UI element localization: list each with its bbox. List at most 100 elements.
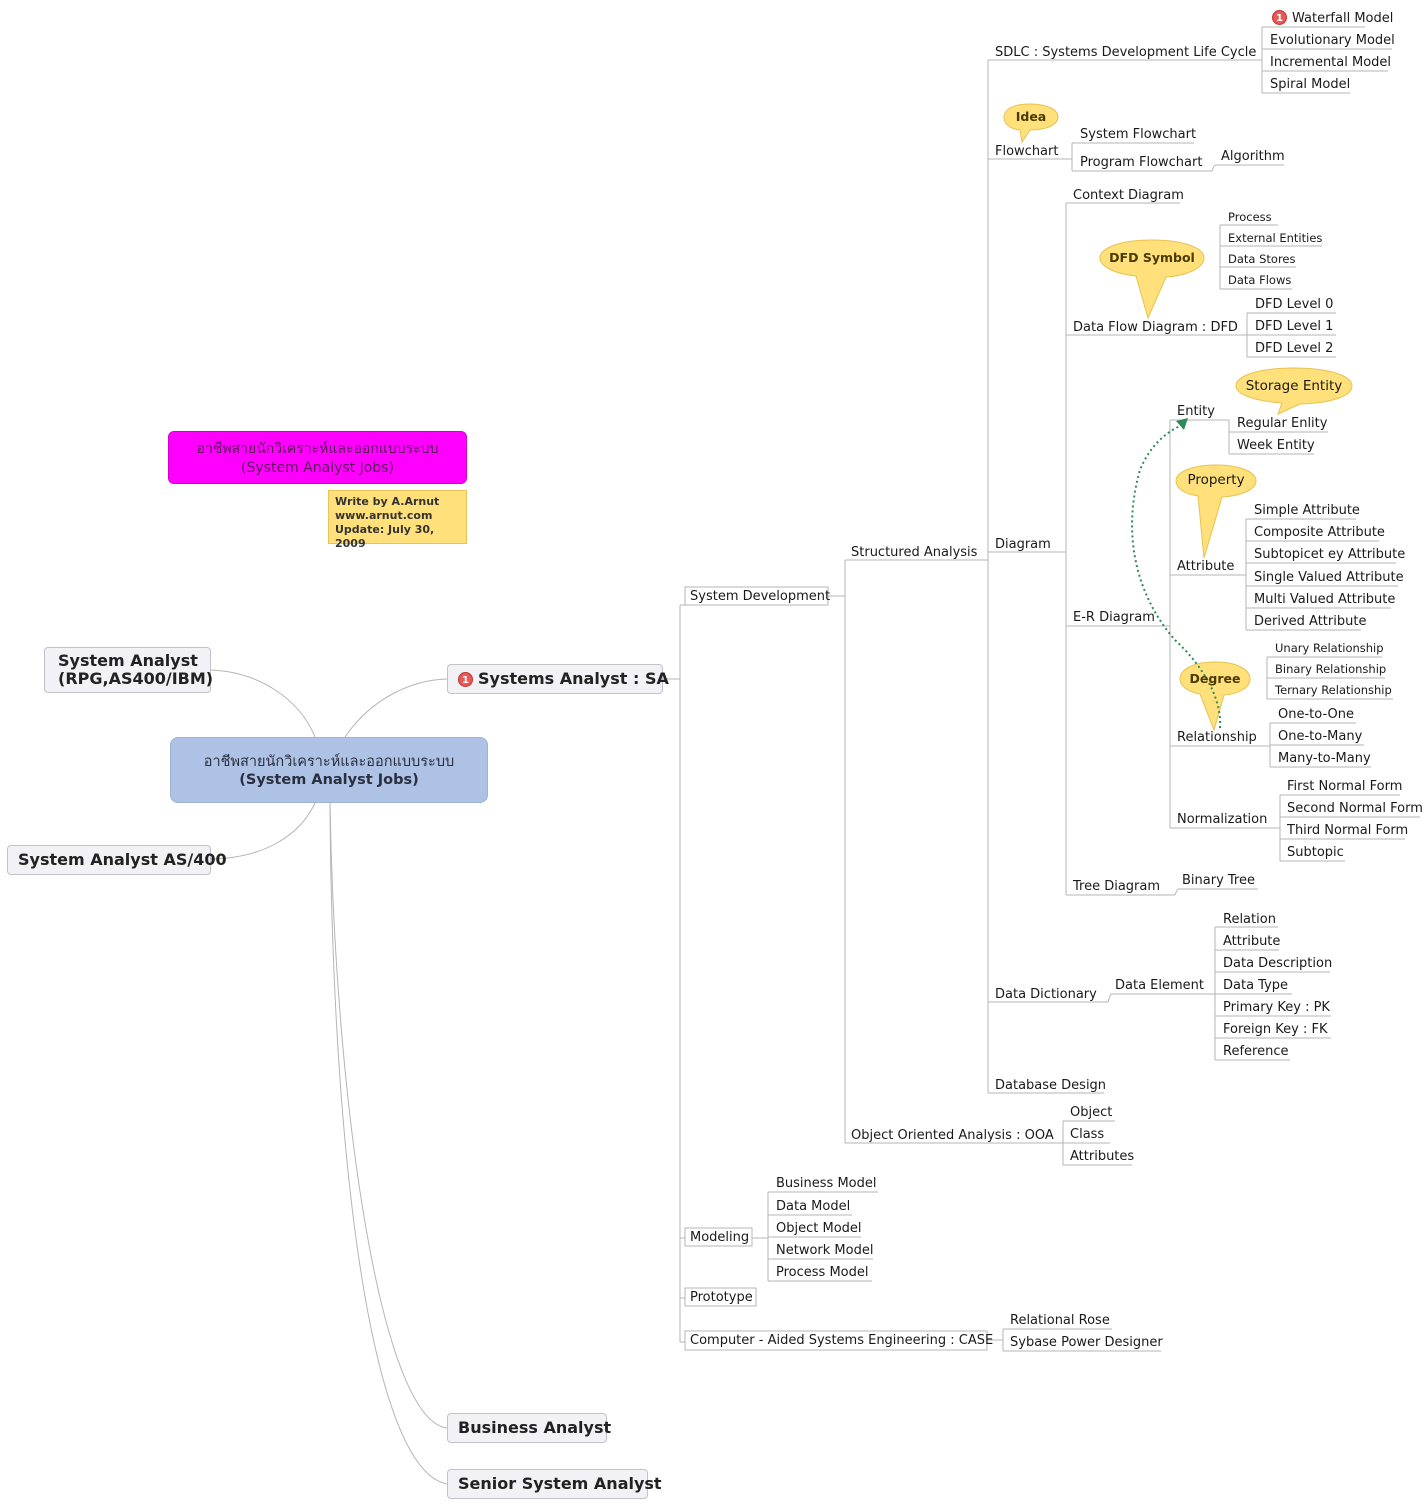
idea-callout[interactable]: Idea (1015, 109, 1047, 124)
central-topic-english: (System Analyst Jobs) (239, 772, 419, 788)
topic-business-analyst[interactable]: Business Analyst (447, 1413, 611, 1443)
author-line: Write by A.Arnut (335, 495, 440, 508)
topic-sa-label: Systems Analyst : SA (478, 669, 669, 688)
node-one-to-many[interactable]: One-to-Many (1278, 729, 1363, 744)
node-external-entities[interactable]: External Entities (1228, 231, 1323, 245)
node-system-development[interactable]: System Development (690, 589, 831, 604)
node-data-model[interactable]: Data Model (776, 1199, 851, 1214)
node-subtopicet-attribute[interactable]: Subtopicet ey Attribute (1254, 547, 1406, 562)
property-callout[interactable]: Property (1187, 472, 1245, 488)
node-dd-attribute[interactable]: Attribute (1223, 934, 1281, 949)
node-context-diagram[interactable]: Context Diagram (1073, 188, 1184, 203)
node-reference[interactable]: Reference (1223, 1044, 1289, 1059)
node-ooa[interactable]: Object Oriented Analysis : OOA (851, 1128, 1054, 1143)
node-dfd-level-0[interactable]: DFD Level 0 (1255, 297, 1334, 312)
node-attributes[interactable]: Attributes (1070, 1149, 1135, 1164)
node-one-to-one[interactable]: One-to-One (1278, 707, 1354, 722)
node-tree-diagram[interactable]: Tree Diagram (1073, 879, 1161, 894)
node-data-description[interactable]: Data Description (1223, 956, 1333, 971)
node-object-model[interactable]: Object Model (776, 1221, 862, 1236)
node-process-model[interactable]: Process Model (776, 1265, 869, 1280)
author-note[interactable]: Write by A.Arnut www.arnut.com Update: J… (328, 490, 467, 550)
website-line: www.arnut.com (335, 509, 433, 522)
storage-entity-callout-shape (1235, 367, 1353, 415)
node-dfd-level-2[interactable]: DFD Level 2 (1255, 341, 1334, 356)
node-system-flowchart[interactable]: System Flowchart (1080, 127, 1197, 142)
floating-topic[interactable]: อาชีพสายนักวิเคราะห์และออกแบบระบบ (Syste… (168, 431, 467, 484)
floating-topic-english: (System Analyst Jobs) (241, 460, 394, 476)
node-dfd-level-1[interactable]: DFD Level 1 (1255, 319, 1334, 334)
node-diagram[interactable]: Diagram (995, 537, 1051, 552)
storage-entity-callout[interactable]: Storage Entity (1245, 378, 1343, 394)
topic-system-analyst-rpg[interactable]: System Analyst (RPG,AS400/IBM) (44, 647, 214, 693)
central-topic[interactable]: อาชีพสายนักวิเคราะห์และออกแบบระบบ (Syste… (170, 737, 488, 803)
topic-rpg-line1: System Analyst (58, 651, 198, 670)
node-modeling[interactable]: Modeling (690, 1230, 750, 1245)
node-composite-attribute[interactable]: Composite Attribute (1254, 525, 1385, 540)
node-foreign-key[interactable]: Foreign Key : FK (1223, 1022, 1328, 1037)
node-week-entity[interactable]: Week Entity (1237, 438, 1315, 453)
node-unary-relationship[interactable]: Unary Relationship (1275, 641, 1384, 655)
node-class[interactable]: Class (1070, 1127, 1105, 1142)
node-derived-attribute[interactable]: Derived Attribute (1254, 614, 1367, 629)
relationship-arrowhead (1176, 418, 1188, 430)
node-prototype[interactable]: Prototype (690, 1290, 753, 1305)
node-primary-key[interactable]: Primary Key : PK (1223, 1000, 1330, 1015)
central-topic-thai: อาชีพสายนักวิเคราะห์และออกแบบระบบ (203, 754, 455, 770)
node-dfd[interactable]: Data Flow Diagram : DFD (1073, 320, 1238, 335)
node-simple-attribute[interactable]: Simple Attribute (1254, 503, 1360, 518)
node-evolutionary[interactable]: Evolutionary Model (1270, 33, 1395, 48)
node-data-flows[interactable]: Data Flows (1228, 273, 1292, 287)
node-relationship[interactable]: Relationship (1177, 730, 1257, 745)
node-program-flowchart[interactable]: Program Flowchart (1080, 155, 1203, 170)
property-callout-shape (1175, 464, 1257, 559)
node-spiral[interactable]: Spiral Model (1270, 77, 1351, 92)
node-network-model[interactable]: Network Model (776, 1243, 874, 1258)
waterfall-label: Waterfall Model (1292, 11, 1394, 26)
idea-callout-shape (1003, 103, 1059, 144)
topic-rpg-line2: (RPG,AS400/IBM) (58, 669, 214, 688)
node-subtopic[interactable]: Subtopic (1287, 845, 1344, 860)
node-case[interactable]: Computer - Aided Systems Engineering : C… (690, 1333, 994, 1348)
node-data-element[interactable]: Data Element (1115, 978, 1204, 993)
node-many-to-many[interactable]: Many-to-Many (1278, 751, 1371, 766)
node-sybase-power-designer[interactable]: Sybase Power Designer (1010, 1335, 1163, 1350)
node-third-normal-form[interactable]: Third Normal Form (1287, 823, 1409, 838)
node-regular-entity[interactable]: Regular Enlity (1237, 416, 1328, 431)
node-normalization[interactable]: Normalization (1177, 812, 1268, 827)
node-object[interactable]: Object (1070, 1105, 1113, 1120)
node-process[interactable]: Process (1228, 210, 1272, 224)
node-data-type[interactable]: Data Type (1223, 978, 1289, 993)
node-relation[interactable]: Relation (1223, 912, 1276, 927)
degree-callout[interactable]: Degree (1189, 671, 1241, 686)
node-multi-valued-attribute[interactable]: Multi Valued Attribute (1254, 592, 1396, 607)
node-ternary-relationship[interactable]: Ternary Relationship (1275, 683, 1392, 697)
node-first-normal-form[interactable]: First Normal Form (1287, 779, 1403, 794)
node-incremental[interactable]: Incremental Model (1270, 55, 1392, 70)
node-structured-analysis[interactable]: Structured Analysis (851, 545, 978, 560)
node-algorithm[interactable]: Algorithm (1221, 149, 1285, 164)
dfd-symbol-callout[interactable]: DFD Symbol (1109, 250, 1195, 265)
node-data-dictionary[interactable]: Data Dictionary (995, 987, 1097, 1002)
node-er-diagram[interactable]: E-R Diagram (1073, 610, 1155, 625)
node-entity[interactable]: Entity (1177, 404, 1215, 419)
node-attribute[interactable]: Attribute (1177, 559, 1235, 574)
node-database-design[interactable]: Database Design (995, 1078, 1107, 1093)
node-single-valued-attribute[interactable]: Single Valued Attribute (1254, 570, 1404, 585)
topic-senior-system-analyst[interactable]: Senior System Analyst (447, 1469, 662, 1499)
node-data-stores[interactable]: Data Stores (1228, 252, 1296, 266)
node-sdlc[interactable]: SDLC : Systems Development Life Cycle (995, 45, 1257, 60)
node-flowchart[interactable]: Flowchart (995, 144, 1059, 159)
topic-system-analyst-as400[interactable]: System Analyst AS/400 (7, 845, 227, 875)
node-second-normal-form[interactable]: Second Normal Form (1287, 801, 1423, 816)
node-binary-relationship[interactable]: Binary Relationship (1275, 662, 1387, 676)
dfd-symbol-callout-shape (1099, 239, 1205, 320)
degree-callout-shape (1179, 661, 1251, 732)
node-relational-rose[interactable]: Relational Rose (1010, 1313, 1110, 1328)
update-line: Update: July 30, 2009 (335, 523, 435, 550)
node-binary-tree[interactable]: Binary Tree (1182, 873, 1255, 888)
node-business-model[interactable]: Business Model (776, 1176, 877, 1191)
